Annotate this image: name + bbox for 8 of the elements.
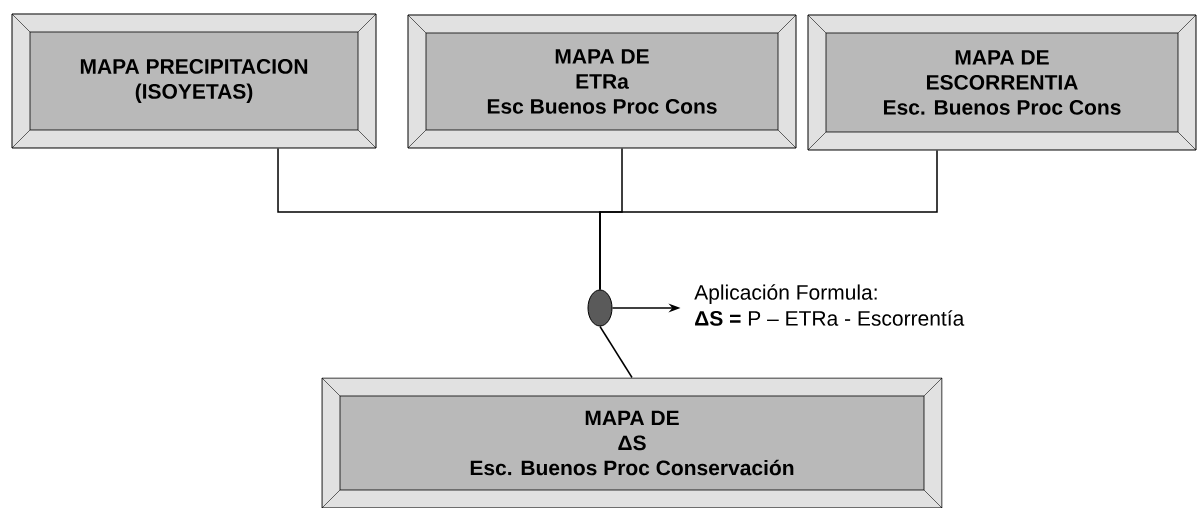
bevelled-box: MAPA DE ETRa Esc Buenos Proc Cons [407, 14, 797, 149]
formula-text: Aplicación Formula: ΔS = P – ETRa - Escorrentía [694, 284, 965, 326]
bevelled-box: MAPA PRECIPITACION (ISOYETAS) [11, 13, 377, 149]
bevelled-box: MAPA DE ΔS Esc. Buenos Proc Conservación [321, 377, 943, 508]
bevelled-box: MAPA DE ESCORRENTIA Esc. Buenos Proc Cons [807, 14, 1197, 151]
connector-line [599, 325, 633, 379]
junction-oval [587, 289, 613, 327]
connector-line [599, 149, 938, 291]
